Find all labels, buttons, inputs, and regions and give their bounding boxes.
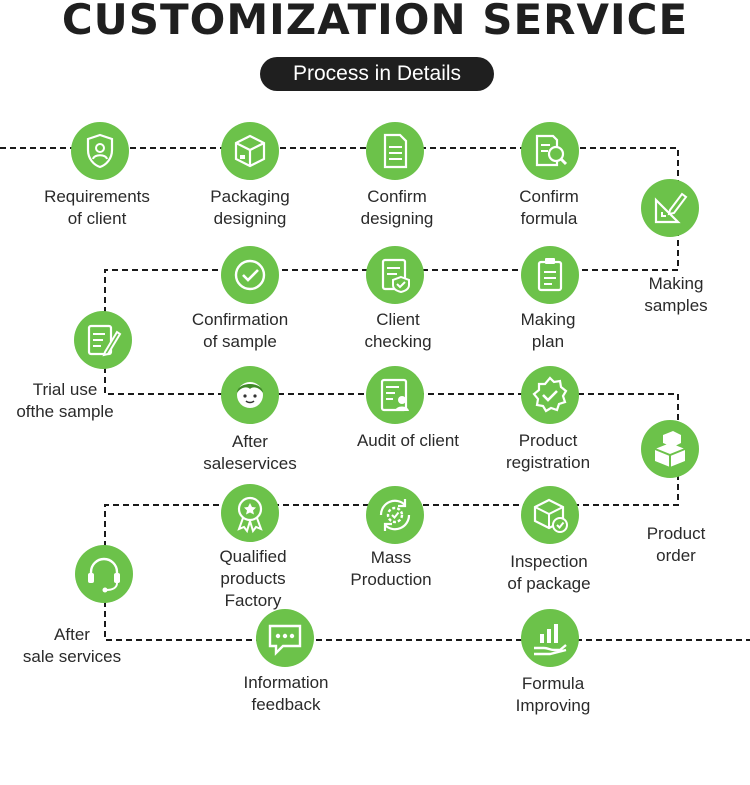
step-confirm-designing [365, 121, 425, 181]
step-after-saleservices [220, 365, 280, 425]
step-product-order [640, 419, 700, 479]
step-qualified-products-factory [220, 483, 280, 543]
step-label: Mass Production [350, 548, 432, 589]
hand-chart-icon [521, 609, 579, 667]
step-requirements-of-client [70, 121, 130, 181]
drafting-tools-icon [641, 179, 699, 237]
step-label: Requirements of client [44, 187, 150, 228]
audit-document-icon [366, 366, 424, 424]
step-label: Client checking [364, 310, 432, 351]
page-title: CUSTOMIZATION SERVICE [61, 0, 689, 44]
document-list-icon [366, 122, 424, 180]
clipboard-icon [521, 246, 579, 304]
check-circle-icon [221, 246, 279, 304]
step-confirmation-of-sample [220, 245, 280, 305]
headset-icon [75, 545, 133, 603]
package-check-icon [521, 486, 579, 544]
document-check-icon [366, 246, 424, 304]
step-packaging-designing [220, 121, 280, 181]
step-making-plan [520, 245, 580, 305]
step-information-feedback [255, 608, 315, 668]
section-subtitle-pill: Process in Details [260, 57, 494, 91]
step-formula-improving [520, 608, 580, 668]
shield-user-icon [71, 122, 129, 180]
verified-badge-icon [521, 366, 579, 424]
step-client-checking [365, 245, 425, 305]
note-pen-icon [74, 311, 132, 369]
step-label: After sale services [22, 625, 122, 666]
step-label: Product registration [505, 431, 591, 472]
step-label: Information feedback [243, 673, 329, 714]
step-label: Trial use ofthe sample [16, 380, 114, 421]
step-inspection-of-package [520, 485, 580, 545]
step-label: Confirm formula [519, 187, 579, 228]
boxes-icon [641, 420, 699, 478]
step-mass-production [365, 485, 425, 545]
step-label: Audit of client [356, 431, 460, 450]
step-label: Inspection of package [507, 552, 591, 593]
step-label: Making plan [520, 310, 576, 351]
step-label: After saleservices [203, 432, 297, 473]
step-label: Product order [646, 524, 706, 565]
step-label: Confirm designing [360, 187, 434, 228]
award-ribbon-icon [221, 484, 279, 542]
step-after-sale-services [74, 544, 134, 604]
step-making-samples [640, 178, 700, 238]
person-icon [221, 366, 279, 424]
box-icon [221, 122, 279, 180]
step-label: Qualified products Factory [219, 547, 287, 610]
formula-search-icon [521, 122, 579, 180]
step-confirm-formula [520, 121, 580, 181]
step-label: Packaging designing [210, 187, 290, 228]
gear-cycle-icon [366, 486, 424, 544]
step-label: Formula Improving [515, 674, 591, 715]
chat-bubble-icon [256, 609, 314, 667]
step-audit-of-client [365, 365, 425, 425]
step-trial-use-of-sample [73, 310, 133, 370]
step-label: Confirmation of sample [191, 310, 289, 351]
step-label: Making samples [644, 274, 708, 315]
step-product-registration [520, 365, 580, 425]
